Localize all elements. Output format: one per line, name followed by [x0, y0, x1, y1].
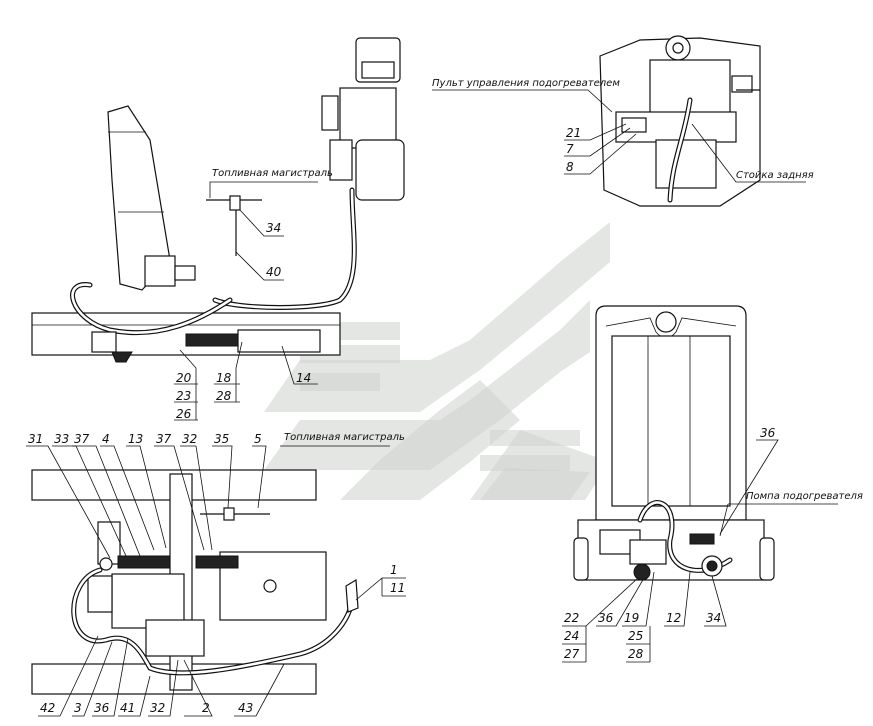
front-view	[573, 305, 775, 581]
callout-43: 43	[238, 701, 253, 715]
callout-20: 20	[176, 371, 192, 385]
callout-14: 14	[296, 371, 311, 385]
caption-fuel-line-bottom: Топливная магистраль	[284, 432, 405, 443]
callout-11: 11	[390, 581, 405, 595]
caption-fuel-line-top: Топливная магистраль	[212, 168, 333, 179]
callout-21: 21	[566, 126, 581, 140]
watermark-logo	[264, 222, 610, 500]
plan-view	[31, 469, 359, 695]
caption-control-panel: Пульт управления подогревателем	[432, 78, 620, 89]
callout-28-front: 28	[628, 647, 644, 661]
callout-22: 22	[564, 611, 579, 625]
callout-32-top: 32	[182, 432, 197, 446]
callout-13: 13	[128, 432, 143, 446]
callout-2: 2	[202, 701, 210, 715]
callout-33: 33	[54, 432, 69, 446]
cab-detail-callouts: Пульт управления подогревателем 21 7 8 С…	[432, 78, 814, 183]
callout-36-front-bottom: 36	[598, 611, 614, 625]
callout-28-top: 28	[216, 389, 232, 403]
callout-25: 25	[628, 629, 643, 643]
callout-12: 12	[666, 611, 681, 625]
callout-41: 41	[120, 701, 135, 715]
callout-1: 1	[390, 563, 398, 577]
plan-view-callouts: 31 33 37 4 13 37 32 35 5 Топливная магис…	[26, 432, 406, 717]
callout-37-b: 37	[156, 432, 172, 446]
callout-36-plan: 36	[94, 701, 110, 715]
callout-8: 8	[566, 160, 574, 174]
callout-27: 27	[564, 647, 580, 661]
callout-5: 5	[254, 432, 262, 446]
side-view-callouts: Топливная магистраль 34 40 20 23 26 18 2…	[174, 168, 333, 421]
callout-34-front: 34	[706, 611, 721, 625]
callout-37-a: 37	[74, 432, 90, 446]
callout-23: 23	[176, 389, 191, 403]
caption-heater-pump: Помпа подогревателя	[746, 491, 863, 502]
callout-36-front-top: 36	[760, 426, 776, 440]
callout-18: 18	[216, 371, 232, 385]
callout-7: 7	[566, 142, 574, 156]
callout-31: 31	[28, 432, 43, 446]
callout-26: 26	[176, 407, 192, 421]
callout-32-bottom: 32	[150, 701, 165, 715]
callout-3: 3	[74, 701, 82, 715]
callout-42: 42	[40, 701, 55, 715]
callout-34-top: 34	[266, 221, 281, 235]
callout-24: 24	[564, 629, 579, 643]
front-view-callouts: 36 Помпа подогревателя 22 24 27 36 19 25…	[562, 426, 863, 663]
cab-detail-view	[599, 35, 761, 207]
callout-40: 40	[266, 265, 282, 279]
callout-35: 35	[214, 432, 229, 446]
callout-19: 19	[624, 611, 639, 625]
caption-rear-post: Стойка задняя	[736, 170, 814, 181]
callout-4: 4	[102, 432, 110, 446]
side-view	[31, 37, 405, 363]
radiator-grille	[611, 335, 731, 507]
